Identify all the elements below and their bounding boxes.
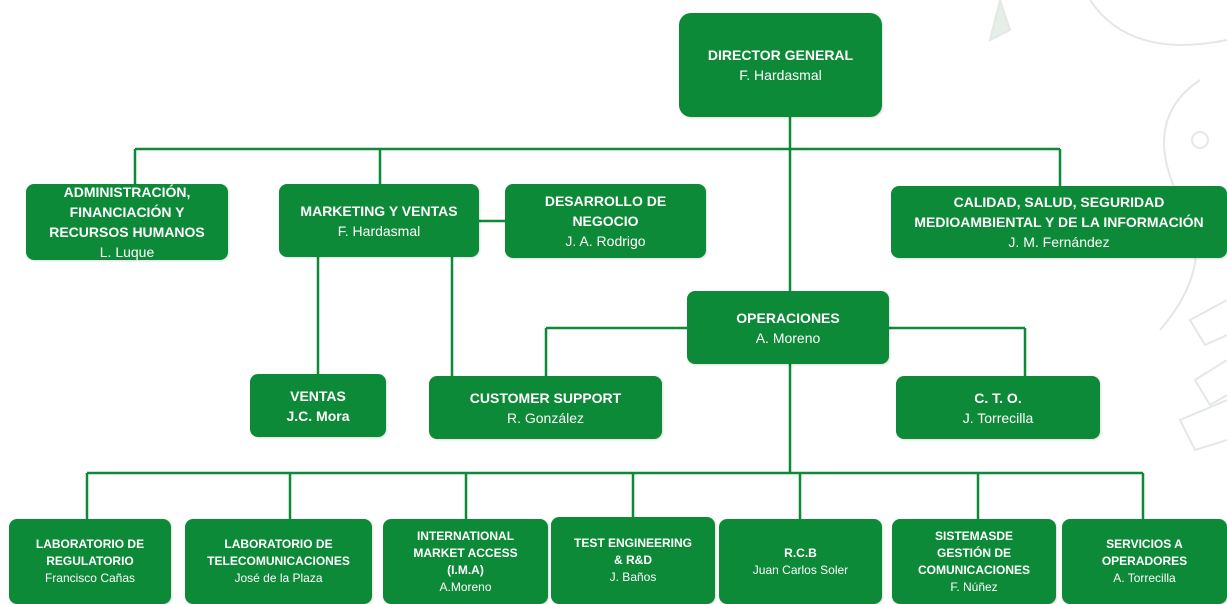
node-title: LABORATORIO DE TELECOMUNICACIONES bbox=[207, 537, 350, 568]
node-sistemas-gestion: SISTEMASDE GESTIÓN DE COMUNICACIONES F. … bbox=[892, 519, 1056, 604]
node-person: F. Hardasmal bbox=[739, 67, 822, 83]
node-person: J. M. Fernández bbox=[1008, 234, 1110, 250]
node-title: C. T. O. bbox=[974, 389, 1022, 406]
node-laboratorio-telecomunicaciones: LABORATORIO DE TELECOMUNICACIONES José d… bbox=[185, 519, 372, 604]
node-international-market-access: INTERNATIONAL MARKET ACCESS (I.M.A) A.Mo… bbox=[383, 519, 548, 604]
node-person: A.Moreno bbox=[439, 579, 492, 594]
node-ventas: VENTAS J.C. Mora bbox=[250, 374, 386, 437]
node-marketing-ventas: MARKETING Y VENTAS F. Hardasmal bbox=[279, 184, 479, 257]
node-title: ADMINISTRACIÓN, FINANCIACIÓN Y RECURSOS … bbox=[49, 184, 205, 240]
node-operaciones: OPERACIONES A. Moreno bbox=[687, 291, 889, 364]
node-title: CUSTOMER SUPPORT bbox=[469, 389, 622, 406]
node-laboratorio-regulatorio: LABORATORIO DE REGULATORIO Francisco Cañ… bbox=[9, 519, 171, 604]
node-person: L. Luque bbox=[99, 244, 155, 260]
node-person: Juan Carlos Soler bbox=[752, 562, 849, 577]
node-cto: C. T. O. J. Torrecilla bbox=[896, 376, 1100, 439]
node-customer-support: CUSTOMER SUPPORT R. González bbox=[429, 376, 662, 439]
node-test-engineering: TEST ENGINEERING & R&D J. Baños bbox=[551, 517, 715, 604]
node-title: TEST ENGINEERING & R&D bbox=[573, 536, 692, 567]
node-title: MARKETING Y VENTAS bbox=[300, 202, 458, 219]
node-title: INTERNATIONAL MARKET ACCESS (I.M.A) bbox=[413, 528, 518, 577]
node-calidad: CALIDAD, SALUD, SEGURIDAD MEDIOAMBIENTAL… bbox=[891, 186, 1227, 258]
node-person: J. A. Rodrigo bbox=[565, 233, 646, 249]
node-title: LABORATORIO DE REGULATORIO bbox=[35, 537, 145, 568]
node-person: J.C. Mora bbox=[286, 407, 350, 424]
node-title: DESARROLLO DE NEGOCIO bbox=[544, 193, 667, 229]
node-title: DIRECTOR GENERAL bbox=[707, 47, 854, 63]
node-rcb: R.C.B Juan Carlos Soler bbox=[719, 519, 882, 604]
node-administracion: ADMINISTRACIÓN, FINANCIACIÓN Y RECURSOS … bbox=[26, 184, 228, 260]
node-person: A. Torrecilla bbox=[1113, 571, 1176, 585]
node-person: F. Hardasmal bbox=[337, 222, 421, 239]
node-person: A. Moreno bbox=[755, 329, 821, 346]
node-person: J. Baños bbox=[609, 570, 657, 584]
node-person: F. Núñez bbox=[950, 579, 998, 594]
node-title: SISTEMASDE GESTIÓN DE COMUNICACIONES bbox=[917, 528, 1030, 577]
node-title: VENTAS bbox=[290, 387, 346, 404]
node-desarrollo-negocio: DESARROLLO DE NEGOCIO J. A. Rodrigo bbox=[505, 184, 706, 258]
node-person: José de la Plaza bbox=[234, 571, 323, 585]
node-title: SERVICIOS A OPERADORES bbox=[1101, 537, 1188, 568]
node-person: J. Torrecilla bbox=[962, 409, 1034, 426]
node-servicios-operadores: SERVICIOS A OPERADORES A. Torrecilla bbox=[1062, 519, 1227, 604]
node-director-general: DIRECTOR GENERAL F. Hardasmal bbox=[679, 13, 882, 117]
node-title: OPERACIONES bbox=[736, 309, 840, 326]
node-person: R. González bbox=[506, 409, 585, 426]
node-person: Francisco Cañas bbox=[44, 571, 136, 585]
node-title: R.C.B bbox=[784, 545, 817, 560]
node-title: CALIDAD, SALUD, SEGURIDAD MEDIOAMBIENTAL… bbox=[914, 194, 1204, 230]
